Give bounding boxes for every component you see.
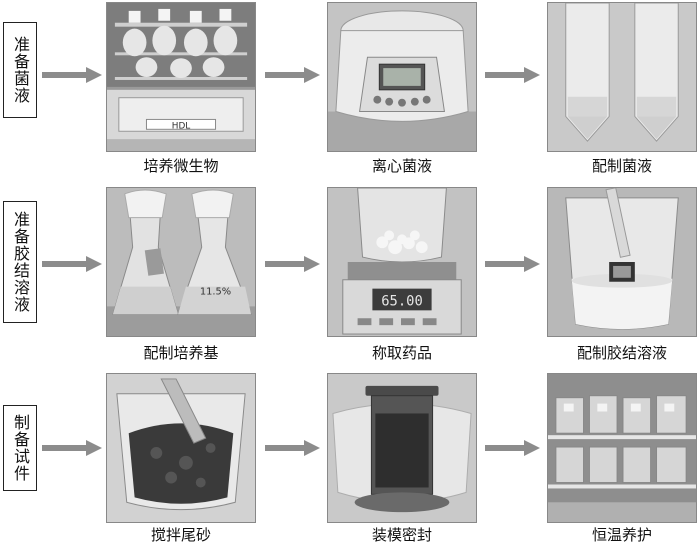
row-label-3: 制备试件 [3,405,37,491]
caption-step-8: 装模密封 [371,526,432,544]
caption-step-2: 离心菌液 [371,157,432,175]
row-label-1: 准备菌液 [3,22,37,118]
photo-scale-weighing: 65.00 [327,187,477,337]
flow-arrow-4 [42,256,102,272]
photo-centrifuge [327,2,477,152]
incubator-brand-text: HDL [172,121,191,131]
caption-step-9: 恒温养护 [591,526,652,544]
photo-mixing-tailings [106,373,256,523]
flow-arrow-7 [42,440,102,456]
photo-culture-flasks: 11.5% [106,187,256,337]
flask-label-text: 11.5% [200,287,231,298]
flow-arrow-5 [265,256,320,272]
caption-step-4: 配制培养基 [143,344,219,362]
row-label-2: 准备胶结溶液 [3,201,37,323]
scale-display-text: 65.00 [381,293,423,309]
photo-bacteria-tubes [547,2,697,152]
flow-arrow-9 [485,440,540,456]
caption-step-7: 搅拌尾砂 [150,526,211,544]
caption-step-6: 配制胶结溶液 [576,344,667,362]
flow-arrow-6 [485,256,540,272]
caption-step-5: 称取药品 [371,344,432,362]
caption-step-1: 培养微生物 [143,157,219,175]
flow-arrow-3 [485,67,540,83]
photo-mold-sealing [327,373,477,523]
caption-step-3: 配制菌液 [591,157,652,175]
flow-arrow-1 [42,67,102,83]
photo-curing-chamber [547,373,697,523]
photo-cementation-solution [547,187,697,337]
photo-incubator-shaker: HDL [106,2,256,152]
flow-arrow-8 [265,440,320,456]
flow-arrow-2 [265,67,320,83]
